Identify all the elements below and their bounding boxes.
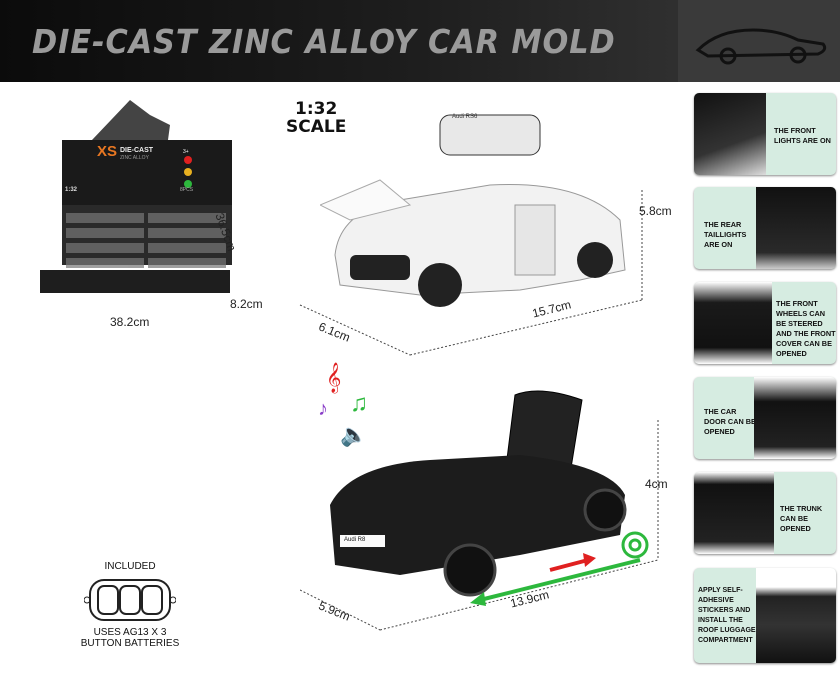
box-scale: 1:32 bbox=[65, 187, 78, 193]
feature-panel: THE CAR DOOR CAN BE OPENED bbox=[694, 377, 836, 459]
scale-label: 1:32 SCALE bbox=[286, 100, 346, 136]
box-pcs: 8PCS bbox=[180, 187, 194, 193]
white-car-plate: Audi RS6 bbox=[452, 114, 478, 120]
scale-ratio: 1:32 bbox=[295, 99, 338, 119]
car-outline-icon bbox=[695, 28, 827, 65]
battery-title: INCLUDED bbox=[104, 561, 156, 572]
brand-logo: XS bbox=[97, 143, 118, 160]
box-width-label: 38.2cm bbox=[110, 315, 150, 329]
page-title: DIE-CAST ZINC ALLOY CAR MOLD bbox=[32, 22, 616, 61]
feature-panel: THE FRONT LIGHTS ARE ON bbox=[694, 93, 836, 175]
feature-panel: THE TRUNK CAN BE OPENED bbox=[694, 472, 836, 554]
brand-sub2: ZINC ALLOY bbox=[120, 155, 149, 161]
feature-panel: APPLY SELF-ADHESIVE STICKERS AND INSTALL… bbox=[694, 568, 836, 663]
music-note-icon: ♪ bbox=[318, 398, 328, 420]
black-car-image bbox=[330, 390, 627, 597]
speaker-icon: 🔈 bbox=[340, 422, 368, 447]
music-note-icon: ♫ bbox=[350, 390, 368, 417]
feature-image bbox=[756, 187, 836, 269]
white-car-dimension-lines bbox=[299, 190, 643, 356]
scale-word: SCALE bbox=[286, 117, 347, 137]
feature-text: THE FRONT LIGHTS ARE ON bbox=[774, 126, 831, 145]
age-badge: 3+ bbox=[183, 149, 189, 155]
black-car-plate: Audi R8 bbox=[344, 537, 366, 543]
feature-image bbox=[756, 568, 836, 663]
feature-image bbox=[694, 282, 772, 364]
feature-text: THE REAR TAILLIGHTS ARE ON bbox=[704, 220, 747, 249]
display-box-image bbox=[40, 100, 232, 293]
feature-text: APPLY SELF-ADHESIVE STICKERS AND INSTALL… bbox=[698, 587, 756, 644]
battery-icon bbox=[84, 579, 176, 621]
music-note-icon: 𝄞 bbox=[326, 362, 342, 392]
feature-image bbox=[694, 472, 774, 554]
feature-panel: THE FRONT WHEELS CAN BE STEERED AND THE … bbox=[694, 282, 836, 364]
feature-text: THE CAR DOOR CAN BE OPENED bbox=[704, 407, 756, 436]
box-height-label: 8.2cm bbox=[230, 297, 263, 311]
feature-text: THE FRONT WHEELS CAN BE STEERED AND THE … bbox=[776, 299, 836, 358]
white-car-height-label: 5.8cm bbox=[639, 204, 672, 218]
black-car-dimension-lines bbox=[300, 420, 659, 631]
battery-note: USES AG13 X 3 BUTTON BATTERIES bbox=[80, 627, 180, 649]
feature-image bbox=[754, 377, 836, 459]
black-car-height-label: 4cm bbox=[645, 477, 668, 491]
logo-box bbox=[678, 0, 840, 82]
display-box: XS DIE-CAST ZINC ALLOY 3+ 1:32 8PCS bbox=[40, 95, 240, 295]
white-car-image bbox=[320, 114, 626, 307]
feature-panel: THE REAR TAILLIGHTS ARE ON bbox=[694, 187, 836, 269]
feature-image bbox=[694, 93, 766, 175]
brand-sub: DIE-CAST bbox=[120, 147, 154, 154]
feature-text: THE TRUNK CAN BE OPENED bbox=[780, 504, 823, 533]
